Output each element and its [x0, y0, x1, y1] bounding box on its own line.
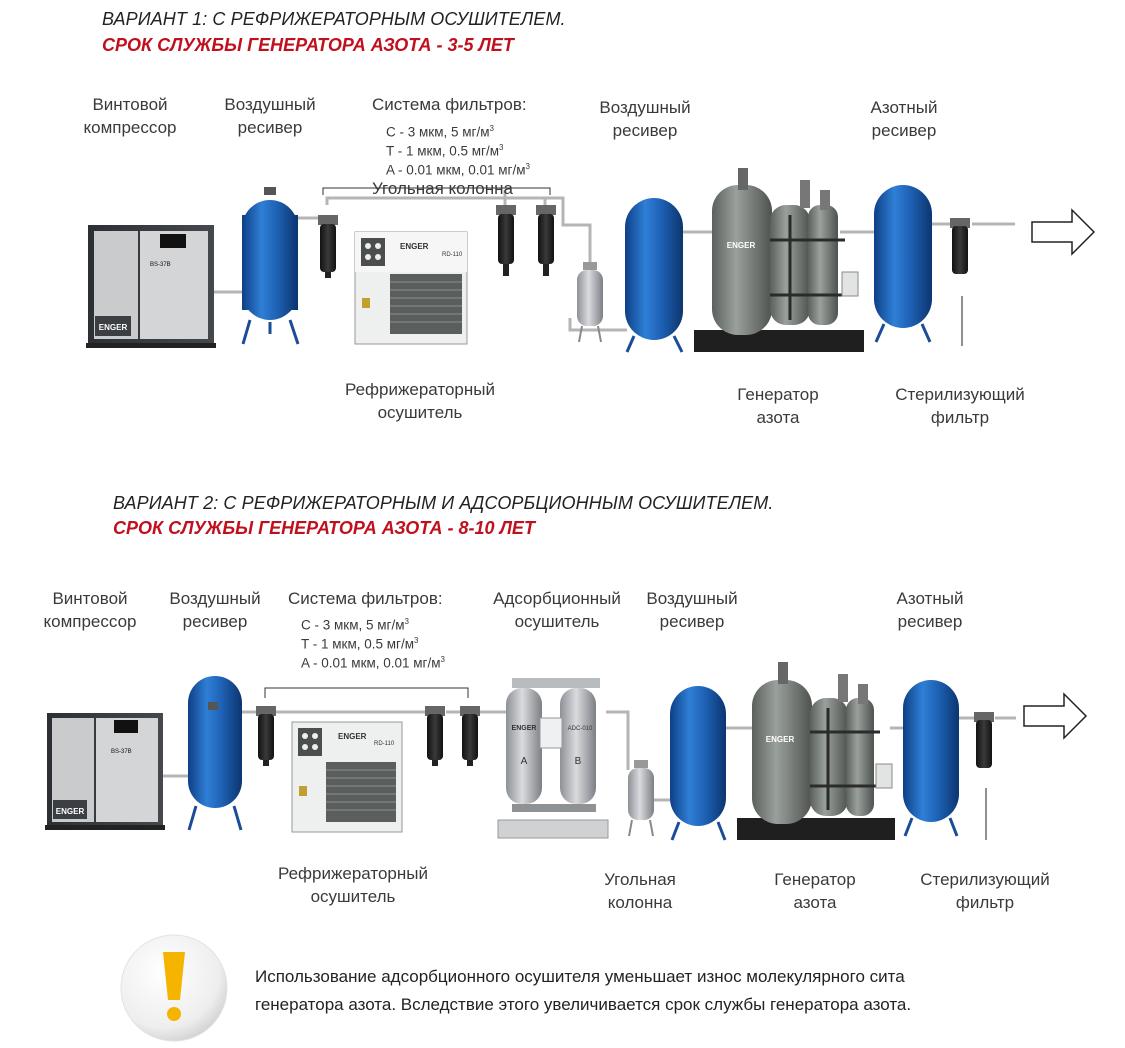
variant2-diagram: ENGER BS-37B ENGER RD-110 [45, 662, 1088, 841]
variant1-nitrogen-receiver [874, 185, 932, 343]
variant2-compressor: ENGER BS-37B [45, 713, 165, 830]
variant1-filter-c [318, 215, 338, 278]
note-text: Использование адсорбционного осушителя у… [255, 963, 911, 1019]
variant2-dryer-model: RD-110 [374, 741, 395, 747]
variant1-sterile-filter [950, 218, 970, 346]
variant2-filter-c [256, 706, 276, 766]
variant1-nitrogen-generator: ENGER [694, 168, 864, 352]
variant1-air-receiver-2 [625, 198, 684, 353]
variant2-compressor-model: BS-37B [111, 749, 132, 755]
variant2-filter-t-spec: T - 1 мкм, 0.5 мг/м3 [301, 636, 419, 652]
variant2-nitrogen-receiver [903, 680, 959, 837]
variant1-filter-c-spec: C - 3 мкм, 5 мг/м3 [386, 124, 494, 140]
variant1-label-filters: Система фильтров: [372, 95, 527, 114]
variant1-outlet-arrow [1031, 208, 1096, 256]
variant1-air-receiver-1 [241, 187, 300, 345]
variant1-compressor: ENGER BS-37B [86, 225, 216, 348]
variant1-filter-t-spec: T - 1 мкм, 0.5 мг/м3 [386, 143, 504, 159]
variant1-filter-a-spec: A - 0.01 мкм, 0.01 мг/м3 [386, 162, 530, 178]
variant2-compressor-brand: ENGER [56, 807, 85, 816]
variant2-filter-t [425, 706, 445, 766]
variant1-diagram: ENGER BS-37B ENGER RD-110 [86, 168, 1096, 353]
variant2-nitrogen-generator: ENGER [737, 662, 895, 840]
variant2-air-receiver-1 [187, 676, 243, 831]
variant1-dryer-model: RD-110 [442, 252, 463, 258]
variant2-adsorber-tower-b: B [575, 756, 582, 767]
variant1-pipes [213, 190, 1015, 332]
note-line-1: Использование адсорбционного осушителя у… [255, 967, 905, 986]
exclamation-icon [120, 934, 228, 1042]
variant1-lifetime: СРОК СЛУЖБЫ ГЕНЕРАТОРА АЗОТА - 3-5 ЛЕТ [102, 35, 514, 55]
variant2-sterile-filter [974, 712, 994, 840]
variant2-refrigerated-dryer: ENGER RD-110 [291, 721, 403, 833]
variant2-title: ВАРИАНТ 2: С РЕФРИЖЕРАТОРНЫМ И АДСОРБЦИО… [113, 493, 774, 513]
variant2-carbon-column [628, 760, 654, 837]
note-line-2: генератора азота. Вследствие этого увели… [255, 995, 912, 1014]
variant1-carbon-column [577, 262, 603, 343]
variant1-dryer-brand: ENGER [400, 242, 429, 251]
variant2-outlet-arrow [1023, 692, 1088, 740]
variant2-adsorber-tower-a: A [521, 756, 528, 767]
variant2-filter-c-spec: C - 3 мкм, 5 мг/м3 [301, 617, 409, 633]
variant2-label-filters: Система фильтров: [288, 589, 443, 608]
variant1-compressor-brand: ENGER [99, 323, 128, 332]
variant2-generator-brand: ENGER [766, 735, 795, 744]
variant2-air-receiver-2 [670, 686, 727, 841]
variant1-refrigerated-dryer: ENGER RD-110 [354, 231, 468, 345]
variant2-lifetime: СРОК СЛУЖБЫ ГЕНЕРАТОРА АЗОТА - 8-10 ЛЕТ [113, 518, 535, 538]
variant1-compressor-model: BS-37B [150, 262, 171, 268]
variant2-filter-a [460, 706, 480, 766]
variant1-label-carbon: Угольная колонна [372, 179, 513, 198]
variant2-dryer-brand: ENGER [338, 732, 367, 741]
variant2-filter-a-spec: A - 0.01 мкм, 0.01 мг/м3 [301, 655, 445, 671]
variant2-adsorber-model: ADC-010 [568, 726, 593, 732]
variant1-title: ВАРИАНТ 1: С РЕФРИЖЕРАТОРНЫМ ОСУШИТЕЛЕМ. [102, 9, 566, 29]
variant1-filter-t [496, 205, 516, 276]
variant2-adsorption-dryer: ENGER ADC-010 A B [497, 678, 609, 839]
variant1-filter-a [536, 205, 556, 276]
variant1-generator-brand: ENGER [727, 241, 756, 250]
variant2-adsorber-brand: ENGER [512, 725, 537, 732]
